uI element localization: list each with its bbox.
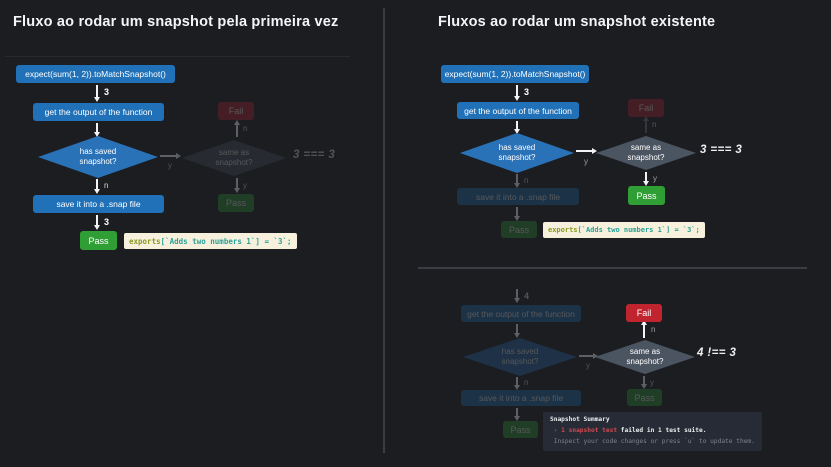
save-snap-node: save it into a .snap file (461, 390, 581, 406)
terminal-fail-line: › 1 snapshot test failed in 1 test suite… (550, 426, 755, 437)
edge-label-no: n (652, 120, 657, 129)
edge-value-3: 3 (104, 87, 110, 97)
pass-node: Pass (628, 186, 665, 205)
arrow-down-icon (513, 85, 520, 101)
arrow-down-icon (513, 324, 520, 338)
right-chart-title: Fluxos ao rodar um snapshot existente (438, 14, 716, 30)
edge-label-no: n (243, 124, 248, 133)
snippet-keyword: exports (129, 236, 161, 246)
arrow-down-icon (513, 174, 520, 188)
fail-node: Fail (218, 102, 254, 120)
same-as-snapshot-decision: same as snapshot? (596, 136, 696, 170)
edge-label-yes: y (586, 361, 590, 370)
edge-label-yes: y (650, 378, 654, 387)
arrow-down-icon (513, 207, 520, 221)
arrow-down-icon (93, 85, 100, 102)
has-saved-snapshot-decision: has saved snapshot? (463, 338, 577, 376)
same-as-snapshot-decision: same as snapshot? (595, 340, 695, 374)
edge-label-no: n (524, 176, 529, 185)
edge-label-yes: y (653, 174, 657, 183)
pass-node: Pass (218, 194, 254, 212)
arrow-down-icon (513, 408, 520, 421)
terminal-fail-count: › 1 snapshot test (550, 426, 621, 434)
save-snap-node: save it into a .snap file (33, 195, 164, 213)
arrow-down-icon (93, 123, 100, 137)
fail-node: Fail (626, 304, 662, 322)
terminal-fail-text: failed in 1 test suite. (620, 426, 707, 434)
snippet-value: [`Adds two numbers 1`] = `3`; (577, 226, 700, 234)
has-saved-snapshot-decision: has saved snapshot? (38, 136, 158, 178)
arrow-down-icon (93, 179, 100, 194)
arrow-down-icon (513, 377, 520, 390)
left-chart-title: Fluxo ao rodar um snapshot pela primeira… (13, 14, 339, 30)
edge-value-4: 4 (524, 291, 530, 301)
arrow-down-icon (513, 289, 520, 303)
get-output-node: get the output of the function (457, 102, 579, 119)
arrow-right-icon (576, 147, 597, 154)
edge-label-no: n (651, 325, 656, 334)
snap-file-snippet: exports[`Adds two numbers 1`] = `3`; (543, 222, 705, 238)
inequality-annotation: 4 !== 3 (697, 347, 737, 359)
get-output-node: get the output of the function (33, 103, 164, 121)
arrow-right-icon (160, 152, 181, 159)
save-snap-node: save it into a .snap file (457, 188, 579, 205)
arrow-down-icon (513, 121, 520, 134)
arrow-right-icon (579, 352, 598, 359)
arrow-up-icon (640, 320, 647, 338)
edge-label-yes: y (168, 161, 172, 170)
arrow-down-icon (642, 172, 649, 186)
pass-node: Pass (501, 221, 537, 238)
expect-node: expect(sum(1, 2)).toMatchSnapshot() (16, 65, 175, 83)
has-saved-snapshot-decision: has saved snapshot? (460, 133, 574, 173)
edge-label-yes: y (584, 157, 588, 166)
equality-annotation: 3 === 3 (293, 149, 336, 161)
fail-node: Fail (628, 99, 664, 117)
arrow-up-icon (233, 120, 240, 137)
edge-label-no: n (104, 181, 109, 190)
terminal-hint-line: Inspect your code changes or press `u` t… (550, 437, 755, 445)
horizontal-divider (418, 267, 807, 269)
snippet-value: [`Adds two numbers 1`] = `3`; (160, 236, 292, 246)
snippet-keyword: exports (548, 226, 578, 234)
pass-node: Pass (503, 421, 538, 438)
snap-file-snippet: exports[`Adds two numbers 1`] = `3`; (124, 233, 297, 249)
vertical-divider (383, 8, 385, 453)
pass-node: Pass (627, 389, 662, 406)
arrow-down-icon (93, 215, 100, 230)
left-title-underline (5, 56, 350, 57)
terminal-output: Snapshot Summary › 1 snapshot test faile… (543, 412, 762, 451)
expect-node: expect(sum(1, 2)).toMatchSnapshot() (441, 65, 589, 83)
equality-annotation: 3 === 3 (700, 144, 743, 156)
edge-value-3: 3 (104, 217, 110, 227)
edge-label-no: n (524, 378, 529, 387)
get-output-node: get the output of the function (461, 305, 581, 322)
arrow-up-icon (642, 116, 649, 133)
same-as-snapshot-decision: same as snapshot? (182, 140, 286, 176)
pass-node: Pass (80, 231, 117, 250)
edge-label-yes: y (243, 181, 247, 190)
arrow-down-icon (233, 178, 240, 193)
terminal-summary-title: Snapshot Summary (550, 416, 610, 423)
arrow-down-icon (640, 376, 647, 389)
edge-value-3: 3 (524, 87, 530, 97)
